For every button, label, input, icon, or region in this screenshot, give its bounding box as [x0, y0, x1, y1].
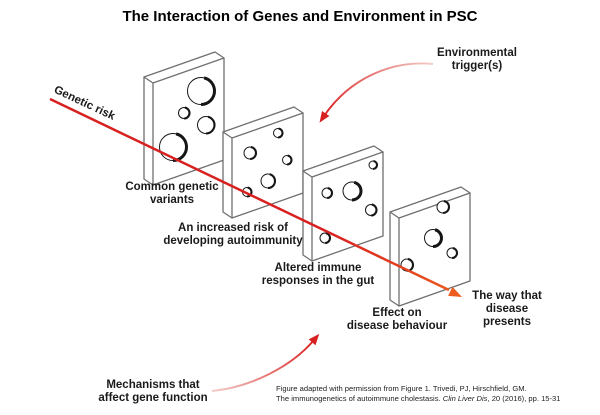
stage-label-autoimmunity-risk: An increased risk of developing autoimmu… [163, 222, 303, 247]
cheese-hole [318, 159, 379, 245]
cheese-panel-3 [302, 145, 384, 262]
figure-citation: Figure adapted with permission from Figu… [276, 384, 561, 403]
cheese-panel-4 [389, 186, 471, 307]
citation-line-2: The immunogenetics of autoimmune cholest… [276, 393, 561, 403]
mechanisms-label: Mechanisms that affect gene function [98, 379, 208, 404]
environmental-trigger-label: Environmental trigger(s) [437, 47, 517, 72]
mechanisms-arrow [211, 333, 320, 392]
page-title: The Interaction of Genes and Environment… [122, 8, 478, 25]
cheese-hole [399, 199, 459, 273]
stage-label-effect-disease-behaviour: Effect on disease behaviour [346, 307, 448, 332]
citation-line-1: Figure adapted with permission from Figu… [276, 384, 527, 393]
arrowhead-down-icon [319, 111, 330, 123]
arrowhead-up-icon [308, 333, 320, 346]
stage-label-common-genetic-variants: Common genetic variants [125, 181, 219, 206]
outcome-label: The way that disease presents [472, 290, 542, 328]
environmental-trigger-arrow [319, 62, 434, 123]
stage-label-altered-immune-responses: Altered immune responses in the gut [261, 262, 375, 287]
cheese-panel-1 [143, 51, 225, 186]
genetic-risk-arrow [49, 97, 462, 297]
arrowhead-right-icon [448, 286, 462, 297]
cheese-hole [158, 76, 216, 162]
